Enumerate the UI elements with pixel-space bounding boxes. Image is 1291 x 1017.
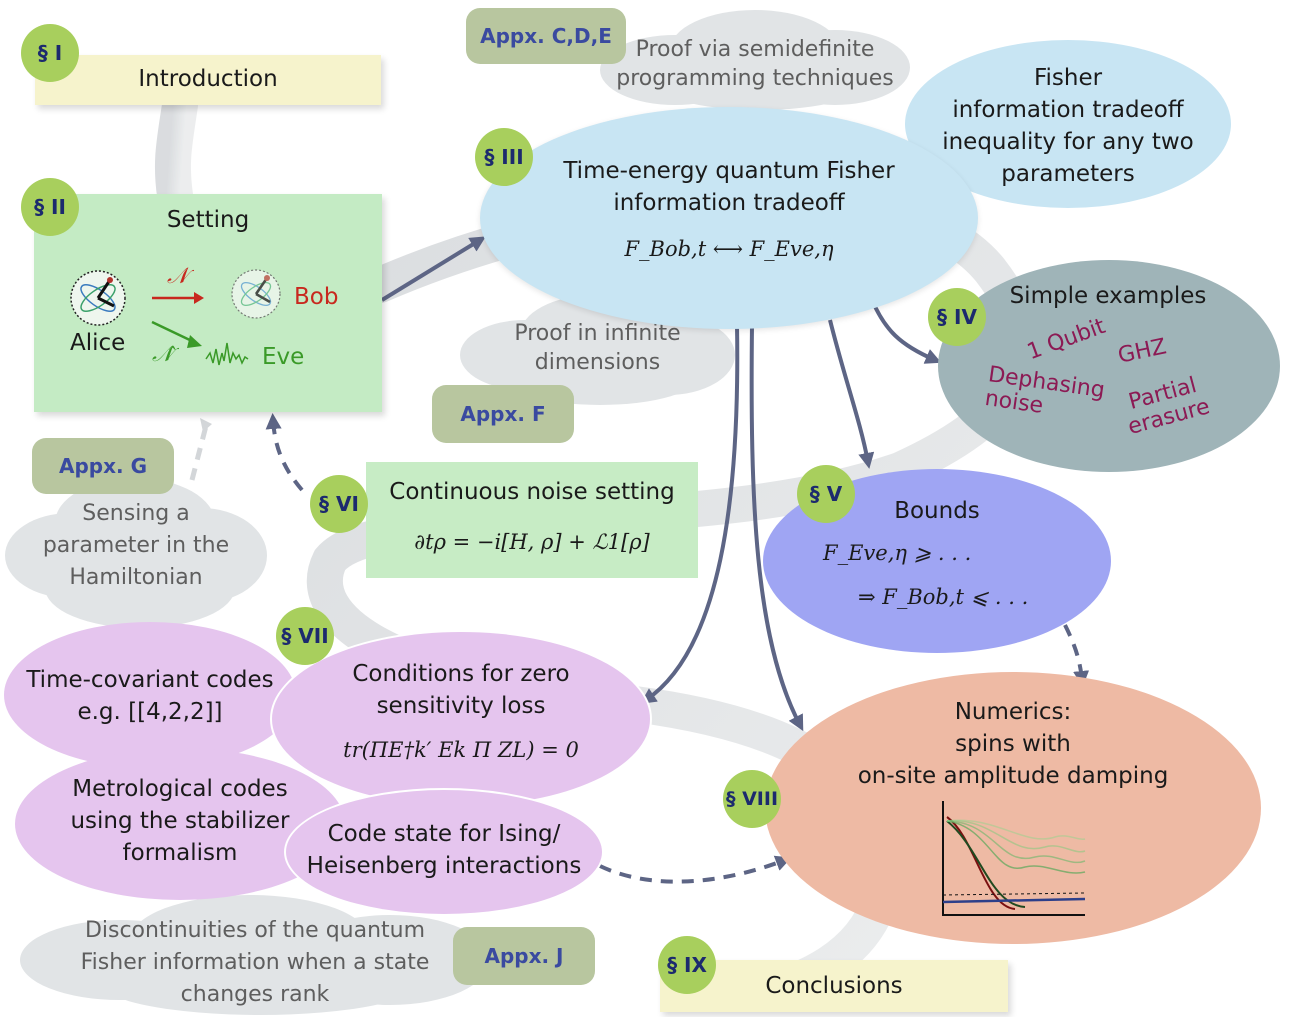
- badge-s5: § V: [797, 465, 855, 523]
- cloud-discontinuities-line1: Discontinuities of the quantum: [84, 918, 426, 943]
- metrological-line2: using the stabilizer: [70, 808, 290, 834]
- noise-box: Continuous noise setting ∂tρ = −i[H, ρ] …: [366, 462, 698, 578]
- metrological-line3: formalism: [122, 840, 238, 866]
- noise-title: Continuous noise setting: [389, 479, 675, 505]
- setting-box: Setting 𝒩 𝒩̂ Alice Bob Eve: [34, 194, 382, 412]
- arrow-tradeoff-to-examples: [870, 299, 942, 364]
- time-covariant-oval: Time-covariant codes e.g. [[4,2,2]]: [4, 622, 296, 768]
- example-dephasing: Dephasing noise: [983, 362, 1107, 419]
- conclusions-title: Conclusions: [765, 973, 903, 999]
- cloud-sdp-line2: programming techniques: [616, 66, 894, 91]
- code-state-line1: Code state for Ising/: [327, 821, 561, 847]
- appx-j: Appx. J: [453, 927, 595, 985]
- arrow-bounds-to-numerics: [1063, 624, 1090, 687]
- badge-s6: § VI: [310, 475, 368, 533]
- complement-arrow: [151, 320, 195, 344]
- examples-oval: Simple examples 1 Qubit GHZ Dephasing no…: [938, 260, 1280, 472]
- code-state-line2: Heisenberg interactions: [306, 853, 582, 879]
- cloud-discontinuities-line2: Fisher information when a state: [80, 950, 430, 975]
- cloud-sensing: Sensing a parameter in the Hamiltonian: [5, 478, 267, 628]
- bounds-line1: F_Eve,η ⩾ . . .: [823, 541, 972, 565]
- time-covariant-line2: e.g. [[4,2,2]]: [77, 699, 223, 725]
- badge-s9: § IX: [658, 936, 716, 994]
- tradeoff-oval: Time-energy quantum Fisher information t…: [480, 107, 978, 329]
- badge-s8: § VIII: [723, 770, 781, 828]
- arrow-noise-to-setting: [265, 413, 304, 492]
- arrow-codestate-to-numerics: [599, 855, 792, 884]
- cloud-infinite: Proof in infinite dimensions: [460, 290, 735, 405]
- intro-box: Introduction: [35, 55, 381, 105]
- appx-cde: Appx. C,D,E: [466, 8, 626, 64]
- metrological-line1: Metrological codes: [72, 776, 288, 802]
- tradeoff-title-line1: Time-energy quantum Fisher: [563, 158, 895, 184]
- badge-s3: § III: [475, 128, 533, 186]
- intro-title: Introduction: [138, 66, 278, 92]
- tradeoff-title-line2: information tradeoff: [613, 190, 845, 216]
- cloud-discontinuities-line3: changes rank: [180, 982, 330, 1007]
- cloud-sdp: Proof via semidefinite programming techn…: [590, 5, 920, 110]
- appx-g: Appx. G: [32, 438, 174, 494]
- numerics-line2: spins with: [955, 731, 1071, 757]
- setting-illustration: [70, 269, 281, 366]
- arrow-tradeoff-to-conditions: [640, 324, 740, 704]
- arrow-setting-to-tradeoff: [380, 236, 486, 302]
- complement-symbol: 𝒩̂: [152, 342, 174, 367]
- code-state-oval: Code state for Ising/ Heisenberg interac…: [286, 790, 602, 914]
- examples-title: Simple examples: [1009, 283, 1207, 309]
- fisher-any-two-line1: Fisher: [1033, 65, 1103, 91]
- appx-f: Appx. F: [432, 385, 574, 443]
- bob-label: Bob: [294, 284, 339, 310]
- cloud-infinite-line1: Proof in infinite: [514, 321, 681, 346]
- numerics-line3: on-site amplitude damping: [857, 763, 1169, 789]
- bounds-title: Bounds: [894, 498, 980, 524]
- time-covariant-line1: Time-covariant codes: [26, 667, 274, 693]
- example-partial-erasure: Partial erasure: [1125, 372, 1213, 441]
- setting-title: Setting: [166, 207, 250, 233]
- arrow-sensing-to-setting: [189, 421, 210, 481]
- badge-s1: § I: [21, 24, 79, 82]
- badge-s4: § IV: [928, 288, 986, 346]
- channel-symbol: 𝒩: [167, 264, 189, 289]
- noise-formula: ∂tρ = −i[H, ρ] + ℒ1[ρ]: [414, 530, 650, 554]
- tradeoff-formula: F_Bob,t ⟷ F_Eve,η: [624, 237, 834, 261]
- numerics-plot-thumbnail: [942, 801, 1086, 916]
- example-ghz: GHZ: [1115, 334, 1169, 369]
- alice-label: Alice: [70, 330, 126, 356]
- eve-label: Eve: [262, 344, 305, 370]
- fisher-any-two-line4: parameters: [1001, 161, 1135, 187]
- conditions-oval: Conditions for zero sensitivity loss tr(…: [272, 632, 650, 806]
- cloud-sdp-line1: Proof via semidefinite: [635, 37, 875, 62]
- conditions-title-line1: Conditions for zero: [352, 661, 570, 687]
- conditions-title-line2: sensitivity loss: [376, 693, 546, 719]
- bounds-line2: ⇒ F_Bob,t ⩽ . . .: [858, 585, 1029, 609]
- numerics-line1: Numerics:: [954, 699, 1072, 725]
- bob-clock-icon: [231, 269, 281, 319]
- fisher-any-two-line2: information tradeoff: [952, 97, 1184, 123]
- arrow-tradeoff-to-bounds: [828, 319, 875, 469]
- badge-s7: § VII: [276, 607, 334, 665]
- numerics-oval: Numerics: spins with on-site amplitude d…: [765, 672, 1261, 944]
- cloud-sensing-line2: parameter in the: [42, 533, 230, 558]
- arrow-tradeoff-to-numerics: [749, 324, 804, 732]
- example-1-qubit: 1 Qubit: [1023, 313, 1109, 366]
- cloud-sensing-line1: Sensing a: [82, 501, 190, 526]
- badge-s2: § II: [21, 178, 79, 236]
- cloud-sensing-line3: Hamiltonian: [69, 565, 203, 590]
- conditions-formula: tr(ΠE†k′ Ek Π ZL) = 0: [343, 738, 579, 762]
- metrological-oval: Metrological codes using the stabilizer …: [15, 748, 345, 900]
- conclusions-box: Conclusions: [660, 960, 1008, 1012]
- cloud-infinite-line2: dimensions: [534, 350, 661, 375]
- alice-clock-icon: [70, 270, 126, 326]
- cloud-discontinuities: Discontinuities of the quantum Fisher in…: [20, 895, 490, 1015]
- fisher-any-two-line3: inequality for any two: [942, 129, 1194, 155]
- eve-noise-icon: [205, 342, 249, 366]
